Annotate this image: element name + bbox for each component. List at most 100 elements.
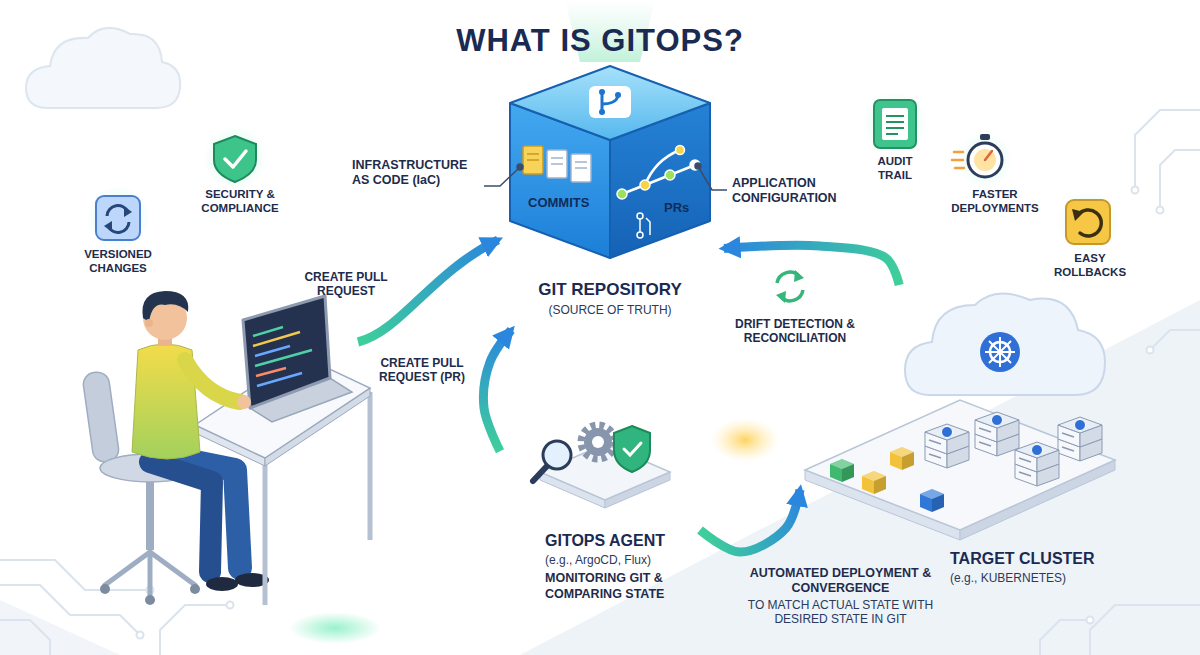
git-repository-cube-part [622, 165, 695, 194]
developer-illustration-part [257, 373, 302, 386]
callout-label: VERSIONED CHANGES [68, 248, 168, 276]
gitops-agent-illustration-part [624, 443, 641, 455]
stopwatch-icon-part [968, 143, 1002, 177]
circuit-traces-part [0, 620, 50, 655]
callout-label: APPLICATION CONFIGURATION [732, 176, 860, 206]
stopwatch-icon-part [974, 149, 996, 171]
versioned-changes-icon-part [96, 196, 140, 240]
node-text: COMMITS [528, 195, 612, 211]
target-cluster-illustration-part [989, 341, 1011, 363]
flow-arrow [724, 245, 899, 285]
security-shield-icon-part [214, 136, 256, 182]
git-repository-cube-part [575, 161, 587, 163]
circuit-traces-part [1040, 620, 1090, 655]
edge-label: DRIFT DETECTION & RECONCILIATION [720, 316, 870, 347]
callout-label: AUDIT TRAIL [865, 155, 925, 183]
sync-icon [776, 270, 804, 303]
security-shield-icon-part [203, 126, 267, 190]
light-beam-part [289, 612, 381, 644]
security-shield-icon [203, 126, 267, 190]
stopwatch-icon-part [980, 134, 990, 140]
gitops-agent-illustration-part [581, 425, 615, 459]
light-beam-part [711, 418, 779, 462]
node-text: (e.g., KUBERNETES) [950, 571, 1115, 585]
callout-label: TO MATCH ACTUAL STATE WITH DESIRED STATE… [738, 598, 943, 627]
node-text: MONITORING GIT & COMPARING STATE [545, 571, 695, 602]
developer-illustration-part [263, 462, 268, 605]
developer-illustration-part [150, 462, 212, 572]
circuit-traces-part [1160, 150, 1200, 210]
title-text: WHAT IS GITOPS? [0, 22, 1200, 59]
versioned-changes-icon [86, 186, 150, 250]
target-cluster-illustration-part [890, 447, 914, 470]
rollback-icon-part [1066, 200, 1110, 244]
circuit-traces-part [1157, 207, 1164, 214]
sync-icon-part [794, 270, 804, 282]
git-repository-node: COMMITSPRsGIT REPOSITORY(SOURCE OF TRUTH… [500, 58, 724, 330]
circuit-traces-part [1090, 605, 1200, 655]
git-repository-cube-part [602, 96, 618, 104]
git-repository-cube-part [637, 232, 643, 238]
developer-illustration-part [206, 577, 238, 591]
pull-request-arrow-part [358, 240, 498, 342]
rollback-icon-part [1072, 209, 1084, 221]
git-repository-cube-part [646, 218, 650, 235]
target-cluster-illustration-part [920, 489, 944, 512]
callout-label: CREATE PULL REQUEST (PR) [370, 356, 474, 385]
callout-label: CREATE PULL REQUEST [296, 270, 396, 299]
flow-arrow [483, 330, 511, 451]
target-cluster-illustration-part [830, 459, 854, 482]
audit-trail-icon-part [874, 100, 916, 148]
node-text: PRs [664, 200, 708, 216]
circuit-traces-part [1087, 617, 1094, 624]
git-repository-cube-part [589, 86, 631, 118]
circuit-traces-part [1147, 347, 1154, 354]
stopwatch-icon [952, 132, 1013, 188]
leader-line [484, 163, 727, 190]
sync-icon-part [776, 291, 786, 303]
gitops-agent-illustration [533, 425, 670, 508]
audit-trail-icon-part [886, 121, 904, 123]
target-cluster-illustration-part [975, 412, 1019, 456]
developer-illustration-part [105, 552, 150, 585]
developer-illustration-part [255, 350, 312, 366]
developer-illustration-part [368, 392, 373, 540]
developer-illustration-part [146, 478, 154, 550]
stopwatch-icon-part [955, 167, 964, 170]
git-repository-cube-part [690, 160, 700, 170]
git-repository-cube-part [551, 163, 563, 165]
git-repository-cube-part [615, 92, 621, 98]
git-repository-cube-part [523, 146, 543, 174]
developer-illustration-part [190, 584, 200, 594]
versioned-changes-icon-part [104, 221, 112, 232]
git-repository-cube-part [547, 150, 567, 178]
developer-illustration-part [142, 291, 188, 322]
stopwatch-icon-part [954, 151, 963, 154]
leader-line-part [517, 164, 523, 170]
audit-trail-icon [863, 91, 927, 155]
callout-label: INFRASTRUCTURE AS CODE (IaC) [352, 158, 482, 188]
developer-illustration-part [145, 319, 153, 327]
git-repository-cube [510, 66, 710, 258]
rollback-icon [1056, 190, 1120, 254]
git-repository-cube-part [676, 146, 685, 155]
versioned-changes-icon-part [124, 206, 132, 217]
gitops-agent-illustration-part [533, 466, 547, 481]
developer-illustration-part [255, 346, 290, 356]
git-repository-cube-part [551, 157, 563, 159]
git-repository-cube-part [527, 159, 539, 161]
node-text: (e.g., ArgoCD, Flux) [545, 553, 695, 567]
target-cluster-illustration-part [905, 294, 1105, 395]
gitops-agent-node: GITOPS AGENT (e.g., ArgoCD, Flux) MONITORI… [500, 395, 700, 620]
developer-illustration-part [237, 395, 251, 409]
target-cluster-illustration-part [1015, 442, 1059, 486]
node-text: GITOPS AGENT [545, 531, 695, 550]
developer-illustration-part [256, 368, 286, 376]
node-text: (SOURCE OF TRUTH) [500, 303, 720, 317]
leader-line-part [695, 163, 701, 169]
git-repository-cube-part [639, 219, 641, 232]
developer-illustration [82, 291, 370, 605]
audit-trail-icon-part [886, 115, 904, 117]
developer-illustration-part [253, 332, 300, 346]
